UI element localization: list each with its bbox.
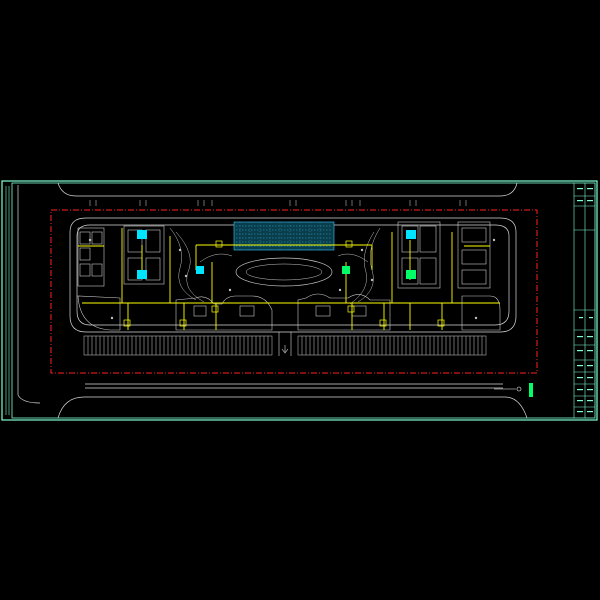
site-boundary [50, 209, 538, 374]
dimension-ticks [89, 200, 467, 206]
equipment-room [196, 266, 204, 274]
building-block-left [77, 225, 165, 331]
interior-road-ring [69, 217, 517, 333]
equipment-room [342, 266, 350, 274]
title-block [573, 183, 595, 418]
equipment-room [406, 270, 416, 279]
main-entrance [278, 332, 292, 356]
title-block-text-marks [577, 188, 593, 413]
building-block-right [397, 221, 501, 331]
surrounding-roads [17, 182, 528, 419]
junction-boxes [123, 240, 445, 327]
equipment-room [406, 230, 416, 239]
equipment-room [137, 270, 147, 279]
legend-symbol [529, 383, 533, 397]
scale-marker [494, 386, 522, 392]
building-row-bottom [175, 293, 391, 331]
drawing-frame [1, 180, 598, 421]
landscape-trees [88, 238, 496, 320]
equipment-rooms [137, 230, 533, 397]
equipment-room [137, 230, 147, 239]
parking-rows [83, 335, 487, 356]
